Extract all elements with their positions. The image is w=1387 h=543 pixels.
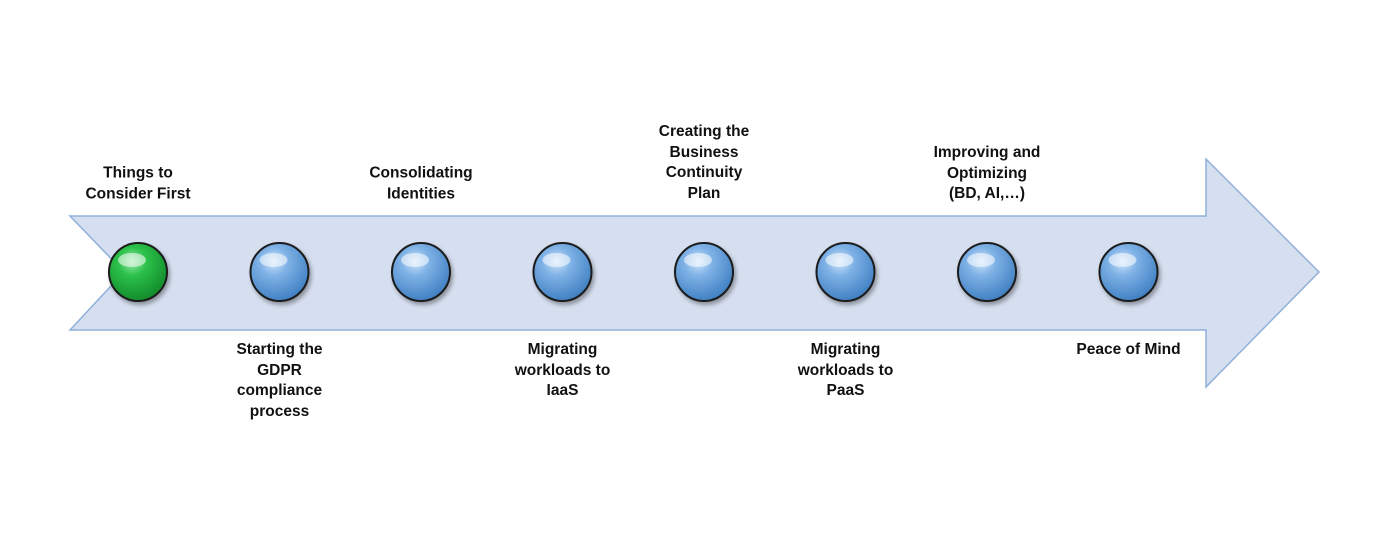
milestone-highlight [542, 253, 571, 267]
milestone-node-3 [391, 242, 451, 302]
milestone-ball [1098, 242, 1159, 302]
milestone-highlight [259, 253, 288, 267]
milestone-ball [108, 242, 168, 302]
milestone-ball [391, 242, 451, 302]
milestone-label-7: Improving and Optimizing (BD, AI,…) [933, 143, 1041, 203]
milestone-ball [957, 242, 1017, 302]
milestone-highlight [118, 253, 146, 267]
milestone-node-6 [815, 242, 876, 302]
milestone-node-1 [108, 242, 168, 302]
milestone-label-5: Creating the Business Continuity Plan [658, 123, 750, 203]
milestone-label-1: Things to Consider First [85, 164, 191, 203]
milestone-nodes [108, 242, 1159, 302]
milestone-ball [249, 242, 310, 302]
milestone-highlight [1108, 253, 1137, 267]
milestone-highlight [401, 253, 429, 267]
milestone-label-2: Starting the GDPR compliance process [236, 341, 323, 421]
milestone-ball [674, 242, 734, 302]
milestone-ball [815, 242, 876, 302]
milestone-highlight [825, 253, 854, 267]
milestone-node-5 [674, 242, 734, 302]
milestone-node-7 [957, 242, 1017, 302]
milestone-node-2 [249, 242, 310, 302]
milestone-highlight [684, 253, 712, 267]
milestone-label-3: Consolidating Identities [369, 164, 473, 203]
milestone-label-8: Peace of Mind [1076, 341, 1181, 358]
milestone-node-4 [532, 242, 593, 302]
milestone-label-6: Migrating workloads to PaaS [797, 341, 894, 400]
milestone-node-8 [1098, 242, 1159, 302]
milestone-highlight [967, 253, 995, 267]
milestone-ball [532, 242, 593, 302]
milestone-label-4: Migrating workloads to IaaS [514, 341, 611, 400]
